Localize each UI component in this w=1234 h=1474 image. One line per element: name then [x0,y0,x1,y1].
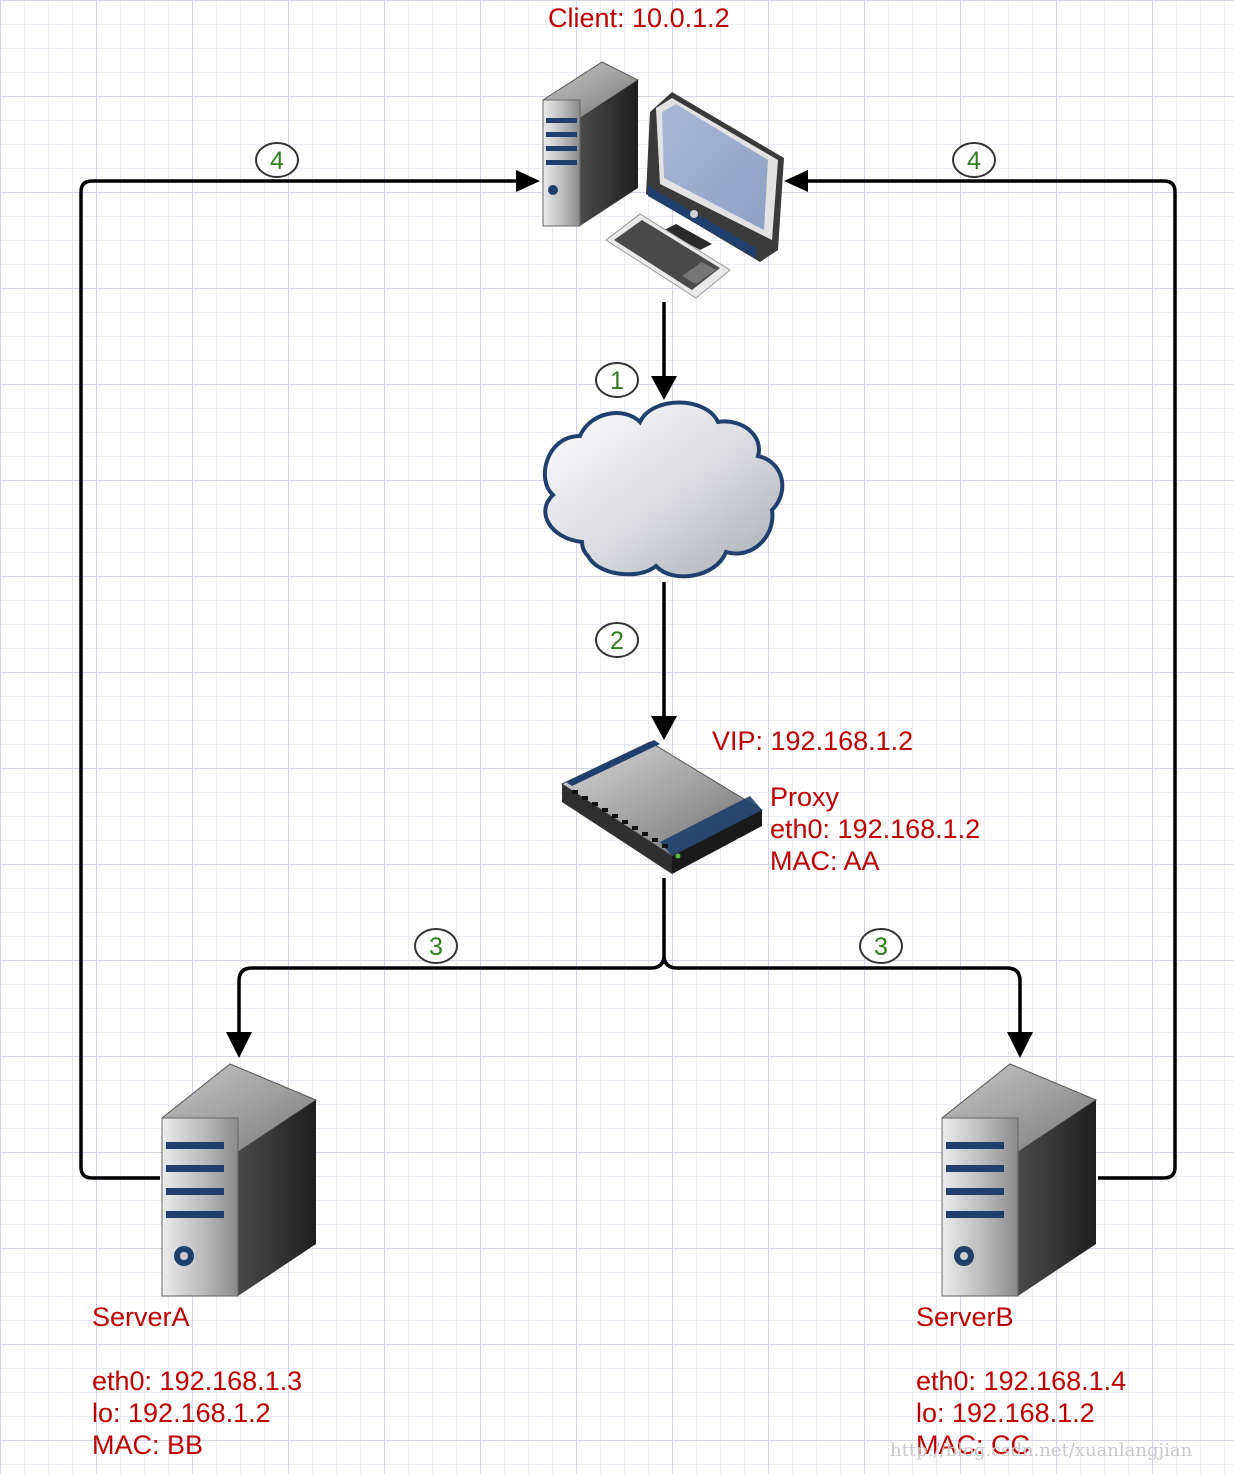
step-badge-3-right: 3 [859,928,903,964]
step-number-2: 2 [610,627,624,655]
server-a-info-block: ServerA eth0: 192.168.1.3 lo: 192.168.1.… [92,1301,302,1461]
step-badge-1: 1 [595,362,639,398]
return-path-left [79,179,516,1180]
step-number-3-left: 3 [429,933,443,961]
arrowhead-left-return [516,170,540,192]
step-badge-2: 2 [595,622,639,658]
server-b-name-label: ServerB [916,1302,1014,1332]
server-b-mac-label: MAC: CC [916,1430,1030,1460]
client-monitor-icon [646,92,784,262]
server-a-name-label: ServerA [92,1302,190,1332]
step-number-3-right: 3 [874,933,888,961]
server-a-eth0-label: eth0: 192.168.1.3 [92,1366,303,1396]
client-label: Client: 10.0.1.2 [548,3,730,33]
arrowhead-to-cloud [651,376,677,400]
arrowheads [226,170,1033,1058]
arrowhead-to-proxy [651,716,677,740]
client-tower-icon [541,61,640,227]
connection-lines [79,179,1177,1180]
proxy-info-block: Proxy eth0: 192.168.1.2 MAC: AA [770,781,980,877]
server-a-lo-label: lo: 192.168.1.2 [92,1398,271,1428]
step-number-4-left: 4 [270,147,284,175]
server-b-lo-label: lo: 192.168.1.2 [916,1398,1095,1428]
return-path-right [805,179,1177,1180]
proxy-eth0-label: eth0: 192.168.1.2 [770,814,981,844]
watermark-text: http://blog.csdn.net/xuanlangjian [890,1440,1193,1461]
arrowhead-to-server-a [226,1032,252,1058]
step-number-4-right: 4 [967,147,981,175]
step-badge-4-left: 4 [255,142,299,178]
proxy-switch-icon [560,740,764,874]
server-a-mac-label: MAC: BB [92,1430,204,1460]
proxy-vip-label: VIP: 192.168.1.2 [712,726,914,756]
server-b-eth0-label: eth0: 192.168.1.4 [916,1366,1127,1396]
step-badge-3-left: 3 [414,928,458,964]
proxy-name-label: Proxy [770,782,840,812]
switch-ports [572,790,668,848]
server-b-icon [941,1063,1098,1297]
server-b-info-block: ServerB eth0: 192.168.1.4 lo: 192.168.1.… [916,1301,1126,1461]
step-badge-4-right: 4 [952,142,996,178]
proxy-to-servers-line [237,878,1022,1032]
cloud-icon [543,400,785,579]
client-keyboard-icon [605,213,731,299]
arrowhead-right-return [784,170,808,192]
arrowhead-to-server-b [1007,1032,1033,1058]
step-number-1: 1 [610,367,624,395]
step-badges: 4 4 1 2 3 3 [255,142,996,964]
server-b-spacer [916,1333,1126,1365]
proxy-mac-label: MAC: AA [770,846,880,876]
server-a-spacer [92,1333,302,1365]
client-workstation-icon [541,61,784,299]
server-a-icon [161,1063,318,1297]
